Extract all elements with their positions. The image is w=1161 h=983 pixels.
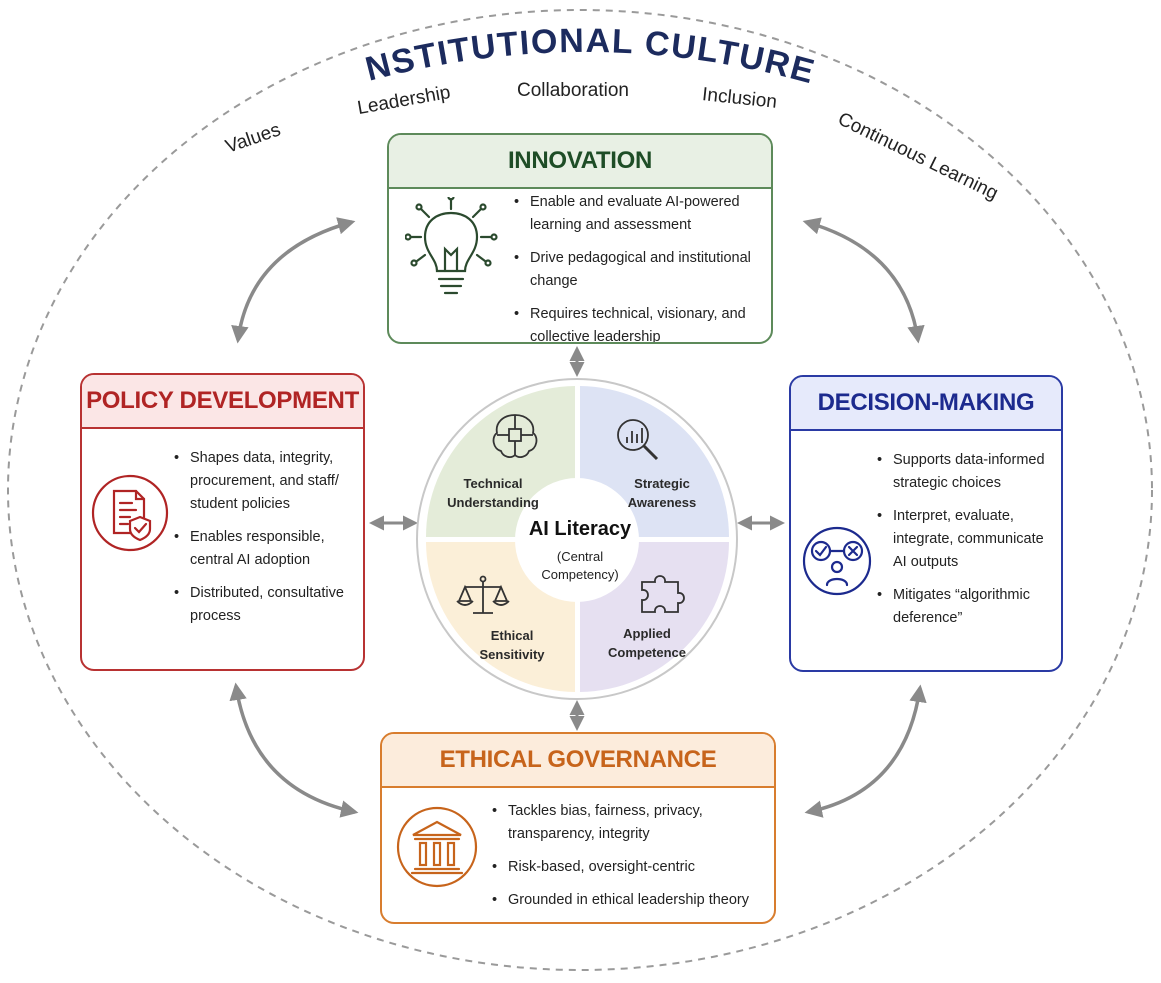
- policy-bullet: Distributed, consultative process: [174, 582, 359, 628]
- scales-icon: [456, 575, 510, 614]
- person-check-cross-icon: [801, 519, 873, 604]
- quadrant-label-technical: Technical Understanding: [447, 476, 539, 510]
- ethical-governance-title: ETHICAL GOVERNANCE: [382, 734, 774, 788]
- innovation-bullet: Requires technical, visionary, and colle…: [514, 303, 764, 342]
- quadrant-label-ethical: Ethical Sensitivity: [479, 628, 545, 662]
- policy-development-title: POLICY DEVELOPMENT: [82, 375, 363, 429]
- decision-bullet: Mitigates “algorithmic deference”: [877, 584, 1057, 630]
- policy-bullet: Shapes data, integrity, procurement, and…: [174, 447, 359, 516]
- arrow-decision-ethics: [804, 684, 927, 818]
- innovation-bullet: Drive pedagogical and institutional chan…: [514, 247, 764, 293]
- magnifier-chart-icon: [617, 419, 659, 461]
- brain-chip-icon: [492, 414, 538, 458]
- culture-title: INSTITUTIONAL CULTURE: [0, 0, 819, 91]
- arrow-innovation-decision: [802, 217, 925, 344]
- quadrant-label-strategic: Strategic Awareness: [627, 476, 697, 510]
- arrow-innovation-policy: [231, 217, 356, 344]
- innovation-box: INNOVATION Enabl: [387, 133, 773, 344]
- innovation-bullet: Enable and evaluate AI-powered learning …: [514, 191, 764, 237]
- ethics-bullet: Grounded in ethical leadership theory: [492, 889, 767, 912]
- lightbulb-icon: [404, 193, 501, 312]
- ethics-bullet: Tackles bias, fairness, privacy, transpa…: [492, 800, 767, 846]
- culture-boundary-ellipse: [7, 9, 1153, 971]
- decision-making-box: DECISION-MAKING Supports data-informed s…: [789, 375, 1063, 672]
- ai-literacy-subtitle: (Central Competency): [541, 549, 619, 582]
- institution-building-icon: [395, 805, 479, 894]
- ethics-bullet: Risk-based, oversight-centric: [492, 856, 767, 879]
- decision-bullet: Supports data-informed strategic choices: [877, 449, 1057, 495]
- policy-development-box: POLICY DEVELOPMENT Shapes data, integrit…: [80, 373, 365, 671]
- policy-document-shield-icon: [90, 473, 170, 558]
- ai-literacy-title: AI Literacy: [528, 518, 632, 540]
- innovation-title: INNOVATION: [389, 135, 771, 189]
- quadrant-label-applied: Applied Competence: [607, 626, 687, 660]
- puzzle-piece-icon: [641, 575, 685, 613]
- arrow-policy-ethics: [229, 682, 359, 818]
- decision-making-title: DECISION-MAKING: [791, 377, 1061, 431]
- decision-bullet: Interpret, evaluate, integrate, communic…: [877, 505, 1057, 574]
- culture-value-collaboration: Collaboration: [517, 80, 629, 101]
- ethical-governance-box: ETHICAL GOVERNANCE Tackles bias, fairnes…: [380, 732, 776, 924]
- policy-bullet: Enables responsible, central AI adoption: [174, 526, 359, 572]
